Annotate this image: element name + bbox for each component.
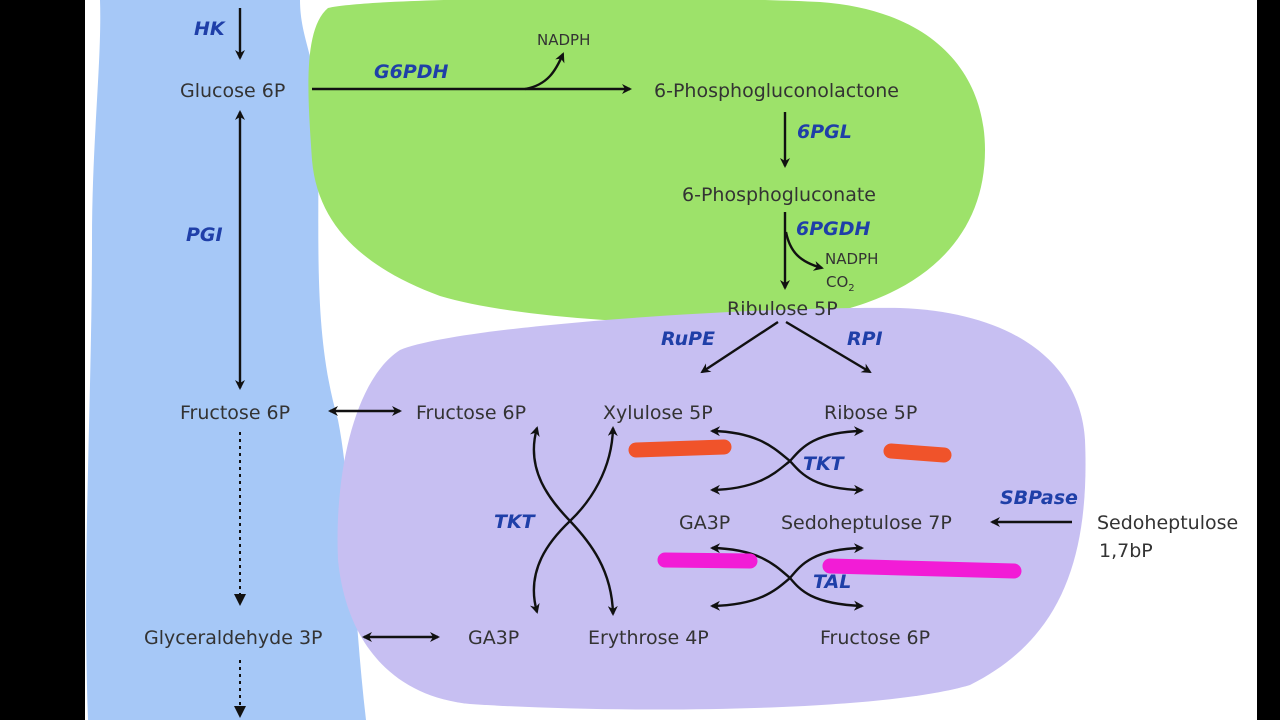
metabolite-sedoheptulose-7p: Sedoheptulose 7P (781, 512, 952, 534)
enzyme-6pgl: 6PGL (797, 121, 852, 143)
highlight-magenta-right (822, 558, 1022, 579)
glycolysis-dotted-arrowhead (234, 594, 246, 606)
tal-cross-b (710, 543, 864, 611)
enzyme-sbpase: SBPase (1000, 487, 1078, 509)
nadph-side-arrow-1 (524, 52, 565, 91)
enzyme-tal: TAL (813, 571, 851, 593)
metabolite-sedoheptulose-bisphosphate-line2: 1,7bP (1099, 540, 1153, 562)
metabolite-xylulose-5p: Xylulose 5P (603, 402, 713, 424)
metabolite-fructose-6p-bottom: Fructose 6P (820, 627, 930, 649)
enzyme-tkt-left: TKT (494, 511, 537, 533)
metabolite-ribose-5p: Ribose 5P (824, 402, 917, 424)
metabolite-ribulose-5p: Ribulose 5P (727, 298, 838, 320)
highlight-magenta-left (657, 552, 758, 569)
metabolite-ga3p-bottom: GA3P (468, 627, 519, 649)
metabolite-sedoheptulose-bisphosphate-line1: Sedoheptulose (1097, 512, 1238, 534)
metabolite-glyceraldehyde-3p: Glyceraldehyde 3P (144, 627, 323, 649)
enzyme-pgi: PGI (186, 224, 223, 246)
enzyme-tkt-right: TKT (803, 453, 846, 475)
nonoxidative-phase-region (337, 307, 1086, 710)
metabolite-erythrose-4p: Erythrose 4P (588, 627, 709, 649)
enzyme-6pgdh: 6PGDH (796, 218, 871, 240)
metabolite-fructose-6p-glycolysis: Fructose 6P (180, 402, 290, 424)
metabolite-6-phosphogluconate: 6-Phosphogluconate (682, 184, 876, 206)
enzyme-hk: HK (194, 18, 226, 40)
metabolite-fructose-6p-ppp: Fructose 6P (416, 402, 526, 424)
oxidative-phase-region (308, 0, 985, 324)
nadph-co2-side-arrow (784, 231, 824, 271)
tkt-left-cross-b (529, 426, 618, 616)
glycolysis-region (86, 0, 367, 720)
cofactor-nadph-1: NADPH (537, 31, 590, 49)
rpi-arrow (785, 320, 872, 374)
rupe-arrow (700, 320, 779, 374)
metabolite-ga3p-middle: GA3P (679, 512, 730, 534)
glycolysis-dotted-arrowhead-lower (234, 706, 246, 718)
highlight-orange-right (883, 443, 952, 463)
cofactor-nadph-2: NADPH (825, 250, 878, 268)
metabolite-glucose-6p: Glucose 6P (180, 80, 285, 102)
enzyme-rupe: RuPE (661, 328, 715, 350)
enzyme-rpi: RPI (847, 328, 883, 350)
metabolite-6-phosphogluconolactone: 6-Phosphogluconolactone (654, 80, 899, 102)
highlight-orange-left (628, 439, 732, 458)
enzyme-g6pdh: G6PDH (374, 61, 449, 83)
cofactor-co2: CO2 (826, 273, 855, 294)
tkt-right-cross-b (710, 426, 864, 495)
